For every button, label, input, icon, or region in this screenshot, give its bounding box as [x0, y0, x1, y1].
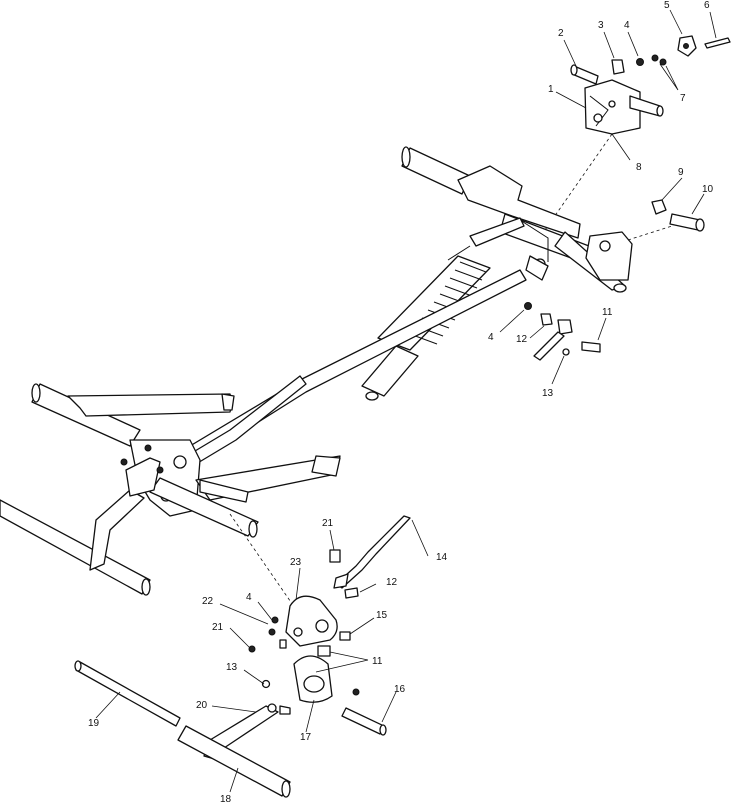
callout-5: 5: [664, 0, 670, 11]
part-5-lever: [677, 35, 697, 57]
callout-21-upper: 21: [322, 518, 334, 529]
callout-10: 10: [702, 184, 714, 195]
callout-8: 8: [636, 162, 642, 173]
callout-12-lower: 12: [386, 577, 398, 588]
part-13-washer-lower: [261, 679, 271, 689]
callout-11-mid: 11: [602, 307, 613, 318]
callout-3: 3: [598, 20, 604, 31]
part-22-pin: [279, 639, 287, 649]
part-14-rod: [333, 515, 411, 589]
part-7-washers: [651, 54, 667, 66]
part-11-bolt-mid: [581, 341, 601, 353]
callout-21-lower: 21: [212, 622, 224, 633]
part-1-bracket: [584, 79, 664, 135]
upper-bracket-assembly: [544, 35, 731, 231]
callout-15: 15: [376, 610, 388, 621]
callout-7: 7: [680, 93, 686, 104]
part-11-bushing-mid: [557, 319, 573, 335]
left-axle-assembly: [0, 383, 341, 609]
callout-9: 9: [678, 167, 684, 178]
callout-12-mid: 12: [516, 334, 528, 345]
callout-4-lower: 4: [246, 592, 252, 603]
part-12-spacer-mid: [540, 313, 553, 326]
part-19-rod: [74, 660, 181, 727]
part-4-nut: [636, 58, 644, 66]
callout-14: 14: [436, 552, 448, 563]
part-15-spacer: [339, 631, 351, 641]
part-2-shaft: [570, 64, 599, 85]
callout-13-lower: 13: [226, 662, 238, 673]
callout-6: 6: [704, 0, 710, 11]
part-4-nut-mid: [524, 302, 532, 310]
callout-1: 1: [548, 84, 554, 95]
part-13-washer-mid: [562, 348, 570, 356]
part-21-nut-lower: [248, 645, 256, 653]
callout-16: 16: [394, 684, 406, 695]
callout-4-mid: 4: [488, 332, 494, 343]
part-18-tube: [177, 725, 291, 798]
callout-17: 17: [300, 732, 312, 743]
callout-18: 18: [220, 794, 232, 804]
callout-19: 19: [88, 718, 100, 729]
long-control-rod: [149, 269, 527, 485]
part-6-pin: [704, 37, 731, 49]
callout-20: 20: [196, 700, 208, 711]
part-23-plate: [285, 595, 338, 647]
part-3-bushing: [611, 59, 625, 75]
part-17-pivot-bracket: [293, 655, 333, 703]
callout-labels: 2 3 4 5 6 7 1 8 9 10 4 12 11 13 21 14 23…: [88, 0, 714, 804]
rod-link: [533, 331, 565, 361]
part-21-nut-upper: [329, 549, 341, 563]
upper-arm-tube: [401, 146, 673, 293]
callout-13-mid: 13: [542, 388, 554, 399]
callout-22: 22: [202, 596, 214, 607]
callout-2: 2: [558, 28, 564, 39]
part-4-nuts-lower: [268, 616, 279, 636]
callout-11-lower: 11: [372, 656, 383, 667]
leader-lines: [95, 9, 717, 793]
part-10-bolt: [669, 213, 705, 232]
part-12-spacer-lower: [344, 587, 359, 599]
part-9-nut: [651, 199, 667, 215]
part-16-bolt: [341, 688, 387, 736]
callout-23: 23: [290, 557, 302, 568]
callout-4: 4: [624, 20, 630, 31]
